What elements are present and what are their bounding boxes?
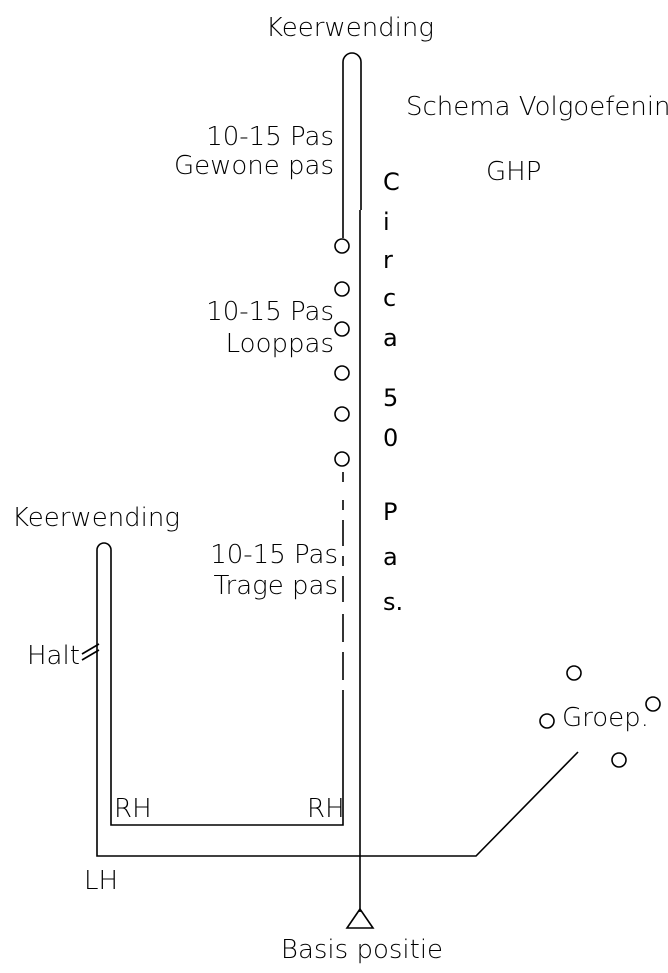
halt-label: Halt: [27, 641, 80, 671]
halt-mark-1: [81, 643, 100, 655]
top-turn-path: [342, 52, 362, 238]
rh-right-label: RH: [307, 794, 345, 824]
halt-mark-2: [81, 649, 100, 661]
pace-run-line1: 10-15 Pas: [206, 297, 334, 327]
pace-slow-line1: 10-15 Pas: [210, 540, 338, 570]
vertical-letter-6: 5: [383, 384, 398, 412]
group-circle-3: [645, 696, 661, 712]
vertical-letter-1: C: [383, 168, 400, 196]
rh-route-line: [110, 550, 344, 826]
vertical-letter-8: P: [383, 498, 397, 526]
diagram-title: Schema Volgoefening.: [406, 92, 668, 122]
vertical-letter-3: r: [383, 246, 393, 274]
vertical-letter-4: c: [383, 284, 396, 312]
group-circle-2: [539, 713, 555, 729]
vertical-letter-10: s.: [383, 588, 403, 616]
rh-left-label: RH: [114, 794, 152, 824]
vertical-letter-5: a: [383, 324, 398, 352]
run-circle-5: [334, 406, 350, 422]
run-circle-1: [334, 238, 350, 254]
run-circle-3: [334, 321, 350, 337]
left-turn-label: Keerwending: [12, 503, 180, 533]
vertical-letter-7: 0: [383, 424, 398, 452]
base-position-label: Basis positie: [281, 935, 443, 965]
lh-label: LH: [84, 866, 118, 896]
run-circle-6: [334, 451, 350, 467]
base-position-triangle: [345, 907, 375, 929]
pace-normal-line2: Gewone pas: [174, 151, 334, 181]
run-circle-2: [334, 281, 350, 297]
lh-route-line: [96, 550, 579, 857]
group-label: Groep.: [562, 703, 649, 733]
vertical-letter-2: i: [383, 208, 390, 236]
group-circle-4: [611, 752, 627, 768]
vertical-letter-9: a: [383, 543, 398, 571]
pace-normal-line1: 10-15 Pas: [206, 122, 334, 152]
top-turn-label: Keerwending: [266, 13, 434, 43]
run-circle-4: [334, 365, 350, 381]
pace-slow-line2: Trage pas: [213, 571, 338, 601]
group-circle-1: [566, 665, 582, 681]
pace-run-line2: Looppas: [226, 329, 334, 359]
diagram-subtitle: GHP: [486, 157, 541, 187]
left-turn-arc: [96, 542, 112, 551]
